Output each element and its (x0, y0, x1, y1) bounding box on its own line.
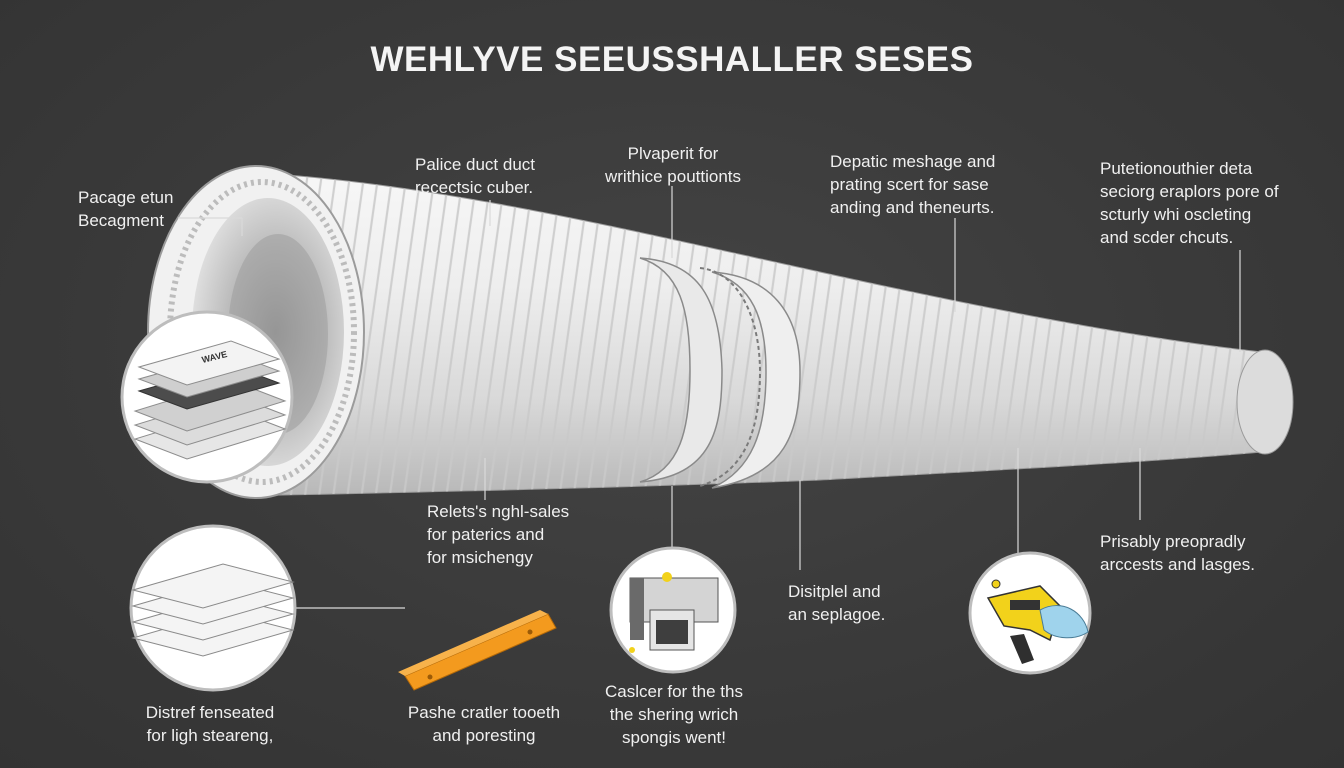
label-top-mid: Plvaperit for writhice pouttionts (598, 142, 748, 188)
label-mid-right: Prisably preopradly arccests and lasges. (1100, 530, 1255, 576)
label-top-left: Pacage etun Becagment (78, 186, 173, 232)
label-line: recectsic cuber. (415, 178, 534, 197)
label-line: Relets's nghl-sales (427, 502, 570, 521)
label-line: Disitplel and (788, 582, 881, 601)
label-line: Distref fenseated (145, 703, 275, 722)
label-line: for msichengy (427, 548, 533, 567)
label-line: Pacage etun (78, 188, 174, 207)
label-line: writhice pouttionts (604, 167, 742, 186)
label-line: Palice duct duct (415, 155, 536, 174)
label-line: Prisably preopradly (1100, 532, 1246, 551)
label-top-right-mid: Depatic meshage and prating scert for sa… (830, 150, 995, 219)
label-top-duct: Palice duct duct recectsic cuber. (415, 153, 535, 199)
label-line: anding and theneurts. (830, 198, 995, 217)
label-line: spongis went! (622, 728, 726, 747)
label-mid-left: Relets's nghl-sales for paterics and for… (427, 500, 569, 569)
duct-coupling (639, 257, 801, 489)
label-bottom-center: Caslcer for the ths the shering wrich sp… (592, 680, 756, 749)
label-line: for ligh steareng, (146, 726, 274, 745)
label-line: Plvaperit for (627, 144, 719, 163)
diagram-title: WEHLYVE SEEUSSHALLER SESES (370, 40, 974, 79)
duct-end-cap (1236, 349, 1294, 455)
inset-device (609, 546, 737, 674)
inset-layers-stack: WAVE (120, 310, 294, 484)
label-line: Putetionouthier deta (1100, 159, 1253, 178)
label-line: scturly whi oscleting (1100, 205, 1252, 224)
orange-bar (398, 610, 557, 691)
label-line: seciorg eraplors pore of (1100, 182, 1279, 201)
label-top-right: Putetionouthier deta seciorg eraplors po… (1100, 157, 1279, 249)
label-line: Caslcer for the ths (605, 682, 743, 701)
label-bottom-mid: Pashe cratler tooeth and poresting (396, 701, 572, 747)
inset-tool (968, 551, 1092, 675)
label-bottom-left: Distref fenseated for ligh steareng, (130, 701, 290, 747)
label-mid-center: Disitplel and an seplagoe. (788, 580, 885, 626)
label-line: Depatic meshage and (830, 152, 996, 171)
label-line: Becagment (78, 211, 164, 230)
inset-sheets-stack (129, 524, 297, 692)
label-line: the shering wrich (609, 705, 739, 724)
label-line: an seplagoe. (788, 605, 886, 624)
label-line: prating scert for sase (830, 175, 989, 194)
leader-lines (178, 186, 1241, 609)
label-line: for paterics and (427, 525, 545, 544)
label-line: arccests and lasges. (1100, 555, 1255, 574)
label-line: and scder chcuts. (1100, 228, 1234, 247)
label-line: and poresting (432, 726, 536, 745)
label-line: Pashe cratler tooeth (407, 703, 561, 722)
